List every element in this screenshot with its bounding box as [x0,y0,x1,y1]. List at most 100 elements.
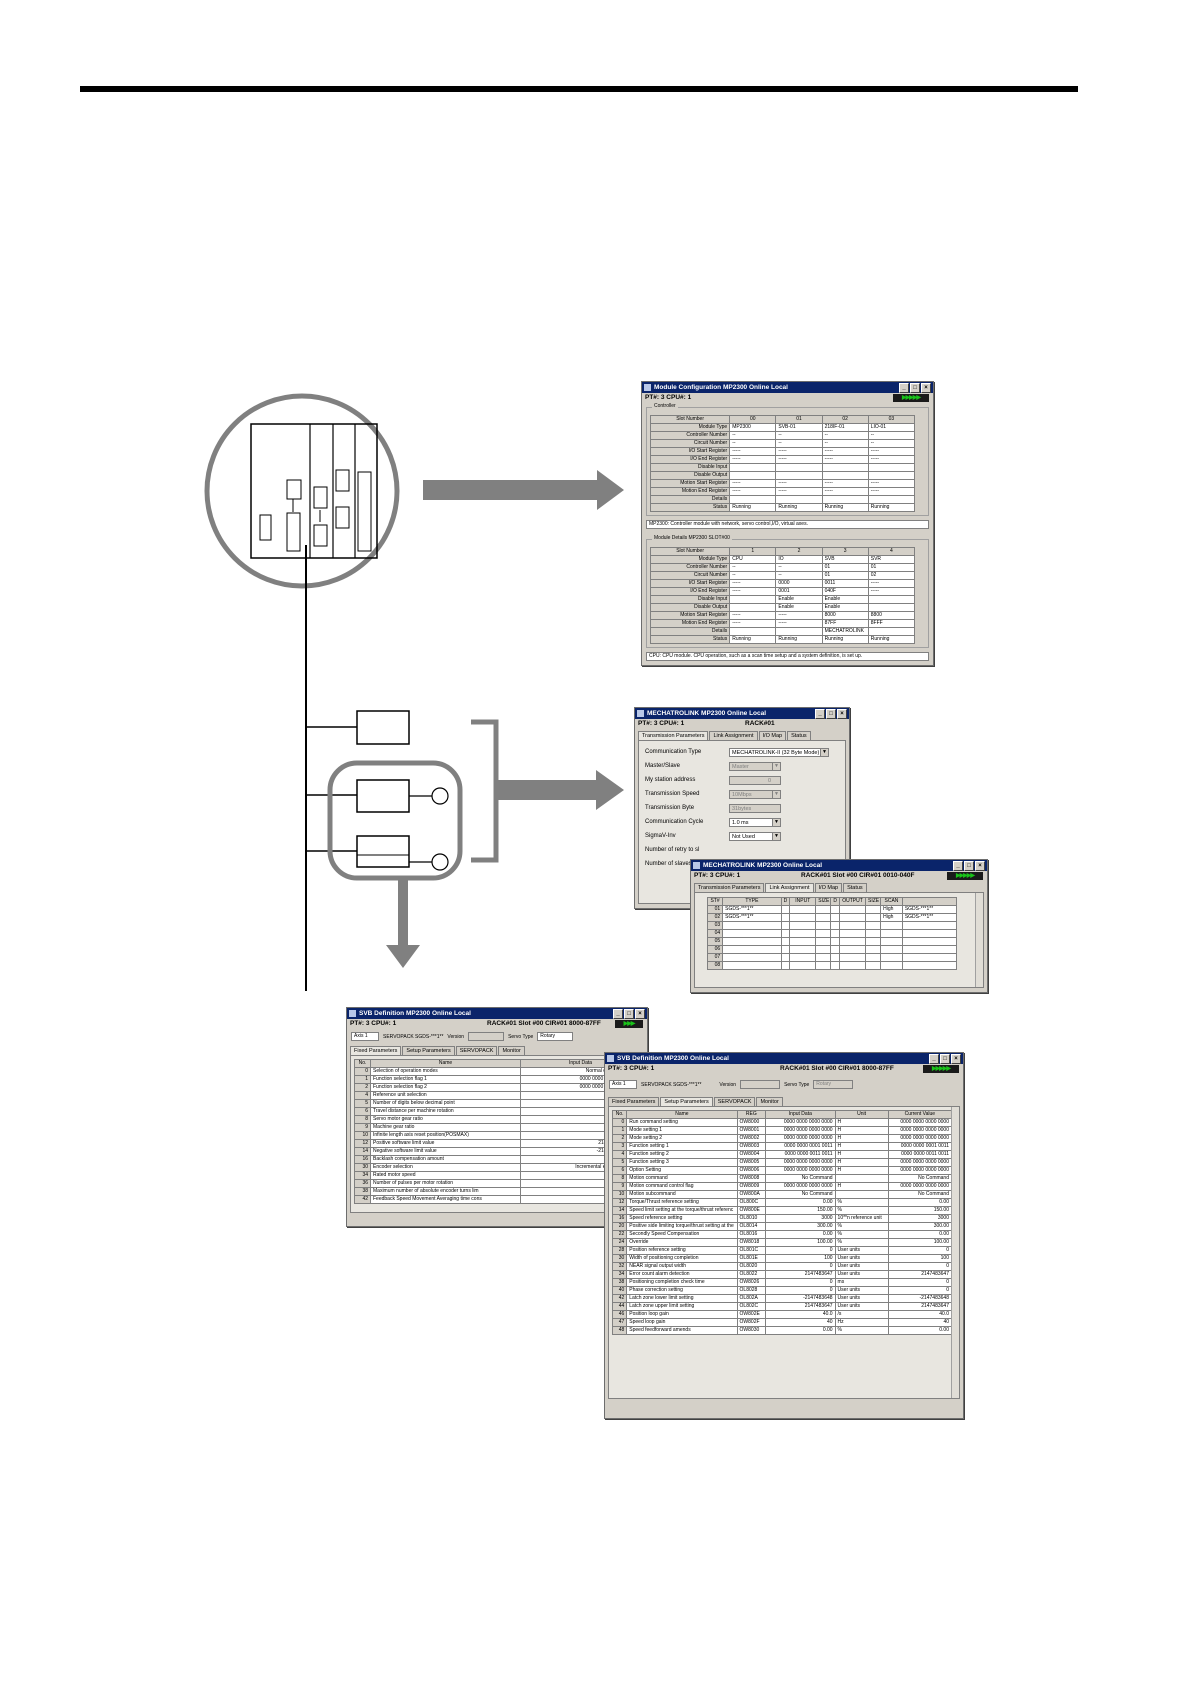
param-input[interactable]: No Command [765,1174,836,1183]
table-cell[interactable] [780,961,791,970]
table-cell[interactable] [865,961,882,970]
table-cell[interactable] [901,953,958,962]
table-cell[interactable] [780,953,791,962]
table-cell[interactable]: ----- [729,447,777,456]
table-cell[interactable] [830,929,841,938]
table-cell[interactable]: ----- [775,455,823,464]
table-cell[interactable] [821,495,869,504]
param-input[interactable]: 0 [765,1246,836,1255]
table-cell[interactable] [815,905,832,914]
table-cell[interactable]: 8000 [821,611,869,620]
tab-setup-parameters[interactable]: Setup Parameters [660,1097,713,1106]
table-cell[interactable] [865,921,882,930]
table-cell[interactable]: ----- [729,611,777,620]
table-cell[interactable]: SGDS-***1** [901,913,958,922]
table-cell[interactable] [830,953,841,962]
table-cell[interactable]: ----- [867,487,916,496]
table-cell[interactable]: High [880,913,903,922]
table-cell[interactable]: -- [729,571,777,580]
close-button[interactable]: × [837,709,847,719]
table-cell[interactable]: -- [729,431,777,440]
table-cell[interactable] [901,929,958,938]
table-cell[interactable]: ----- [729,587,777,596]
table-cell[interactable] [815,945,832,954]
table-cell[interactable] [780,929,791,938]
tab-fixed-parameters[interactable]: Fixed Parameters [350,1046,402,1055]
table-cell[interactable]: ----- [775,611,823,620]
minimize-button[interactable]: _ [953,861,963,871]
table-cell[interactable]: MP2300 [729,423,777,432]
table-cell[interactable]: -- [821,431,869,440]
param-input[interactable]: 0000 0000 0011 0011 [765,1150,836,1159]
communication-type-select[interactable]: MECHATROLINK-II (32 Byte Mode)▼ [729,747,829,757]
table-cell[interactable]: ----- [867,587,916,596]
table-cell[interactable]: 0000 [775,579,823,588]
table-cell[interactable] [729,595,777,604]
param-input[interactable]: 100.00 [765,1238,836,1247]
table-cell[interactable] [839,953,867,962]
table-cell[interactable] [722,929,782,938]
maximize-button[interactable]: □ [826,709,836,719]
table-cell[interactable]: -- [729,439,777,448]
table-cell[interactable]: 8FFF [867,619,916,628]
table-cell[interactable]: ----- [821,479,869,488]
maximize-button[interactable]: □ [910,383,920,393]
table-cell[interactable] [789,913,817,922]
table-cell[interactable] [815,913,832,922]
param-input[interactable]: 0.00 [765,1198,836,1207]
table-cell[interactable] [865,953,882,962]
table-cell[interactable] [839,921,867,930]
table-cell[interactable] [775,463,823,472]
table-cell[interactable] [821,463,869,472]
param-input[interactable]: 0 [765,1262,836,1271]
table-cell[interactable]: 02 [867,571,916,580]
table-cell[interactable]: ----- [867,479,916,488]
param-input[interactable]: 0.00 [765,1230,836,1239]
close-button[interactable]: × [975,861,985,871]
table-cell[interactable] [830,913,841,922]
version-select[interactable] [468,1032,505,1041]
param-input[interactable]: 0000 0000 0000 0000 [765,1134,836,1143]
table-cell[interactable]: Enable [821,603,869,612]
table-cell[interactable]: ----- [729,455,777,464]
table-cell[interactable]: -- [867,439,916,448]
param-input[interactable]: 0000 0000 0000 0000 [765,1126,836,1135]
table-cell[interactable] [880,961,903,970]
param-input[interactable]: 0 [765,1286,836,1295]
table-cell[interactable]: Running [775,635,823,644]
table-cell[interactable]: Running [821,503,869,512]
maximize-button[interactable]: □ [964,861,974,871]
close-button[interactable]: × [921,383,931,393]
table-cell[interactable] [780,945,791,954]
tab-servopack[interactable]: SERVOPACK [455,1046,498,1055]
table-cell[interactable] [880,945,903,954]
table-cell[interactable]: SGDS-***1** [722,905,782,914]
tab-transmission-parameters[interactable]: Transmission Parameters [694,883,765,892]
table-cell[interactable] [867,603,916,612]
version-select[interactable] [740,1080,781,1089]
table-cell[interactable] [830,921,841,930]
table-cell[interactable]: ----- [729,479,777,488]
table-cell[interactable] [867,627,916,636]
table-cell[interactable] [722,945,782,954]
tab-setup-parameters[interactable]: Setup Parameters [402,1046,455,1055]
table-cell[interactable]: SVB-01 [775,423,823,432]
table-cell[interactable] [865,929,882,938]
table-cell[interactable] [839,905,867,914]
table-cell[interactable]: ----- [821,447,869,456]
table-cell[interactable]: 87FF [821,619,869,628]
table-cell[interactable] [901,961,958,970]
table-cell[interactable]: -- [867,431,916,440]
table-cell[interactable]: ----- [775,487,823,496]
table-cell[interactable] [839,913,867,922]
param-input[interactable]: 40.0 [765,1310,836,1319]
table-cell[interactable] [729,495,777,504]
table-cell[interactable] [867,595,916,604]
table-cell[interactable] [789,945,817,954]
param-input[interactable]: 0000 0000 0000 0000 [765,1158,836,1167]
table-cell[interactable]: -- [821,439,869,448]
maximize-button[interactable]: □ [940,1054,950,1064]
transmission-speed-select[interactable]: 10Mbps▼ [729,789,781,799]
table-cell[interactable] [880,921,903,930]
tab-link-assignment[interactable]: Link Assignment [709,731,758,740]
